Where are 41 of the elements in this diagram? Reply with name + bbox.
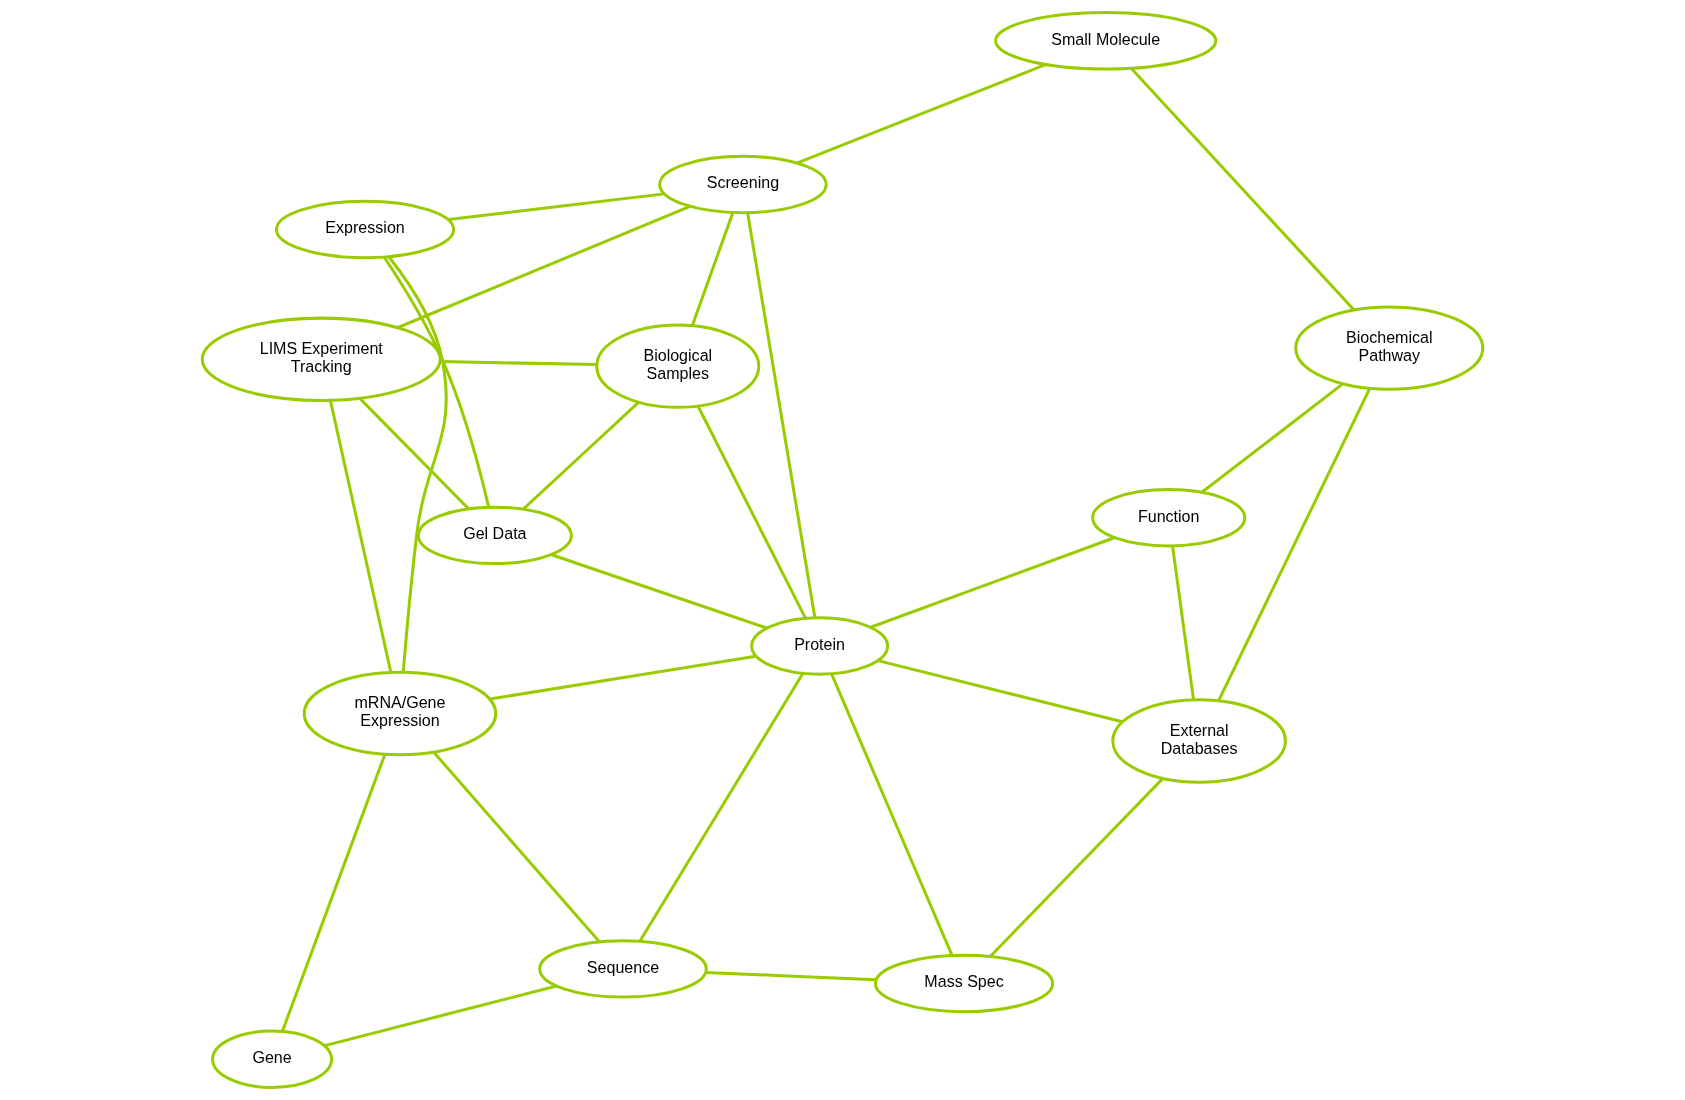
connector xyxy=(1201,382,1344,494)
connector xyxy=(522,401,640,510)
connector xyxy=(324,984,557,1048)
node-ellipse: Biological Samples xyxy=(595,323,761,409)
connector xyxy=(638,672,805,942)
connector xyxy=(690,212,735,326)
connector xyxy=(383,256,491,508)
node-ellipse: Gene xyxy=(211,1029,334,1089)
node-ellipse: LIMS Experiment Tracking xyxy=(200,316,442,402)
connector xyxy=(1217,388,1372,702)
connector xyxy=(281,753,387,1032)
node-ellipse: Biochemical Pathway xyxy=(1294,305,1485,391)
node-ellipse: mRNA/Gene Expression xyxy=(302,670,498,757)
node-ellipse: Screening xyxy=(658,154,828,215)
connector xyxy=(1130,67,1356,311)
connector xyxy=(432,751,601,943)
connector xyxy=(746,212,817,618)
node-ellipse: External Databases xyxy=(1111,698,1287,784)
connector xyxy=(489,654,757,701)
connector xyxy=(830,673,954,956)
connector xyxy=(397,205,691,329)
connector xyxy=(448,192,665,222)
node-ellipse: Sequence xyxy=(538,939,708,999)
connector xyxy=(551,553,768,630)
node-ellipse: Gel Data xyxy=(416,505,573,566)
connector xyxy=(387,256,448,673)
connector xyxy=(877,659,1123,724)
connector xyxy=(328,400,393,673)
connector xyxy=(989,777,1164,958)
node-ellipse: Mass Spec xyxy=(873,953,1055,1014)
connector xyxy=(870,536,1115,629)
connector xyxy=(705,970,877,982)
node-ellipse: Expression xyxy=(274,199,456,260)
connector xyxy=(1171,546,1196,701)
connector xyxy=(358,397,470,510)
node-ellipse: Small Molecule xyxy=(994,11,1218,71)
connector xyxy=(696,405,807,619)
connector xyxy=(796,63,1046,165)
node-ellipse: Protein xyxy=(750,616,890,676)
connector xyxy=(440,360,597,367)
node-ellipse: Function xyxy=(1091,488,1247,548)
